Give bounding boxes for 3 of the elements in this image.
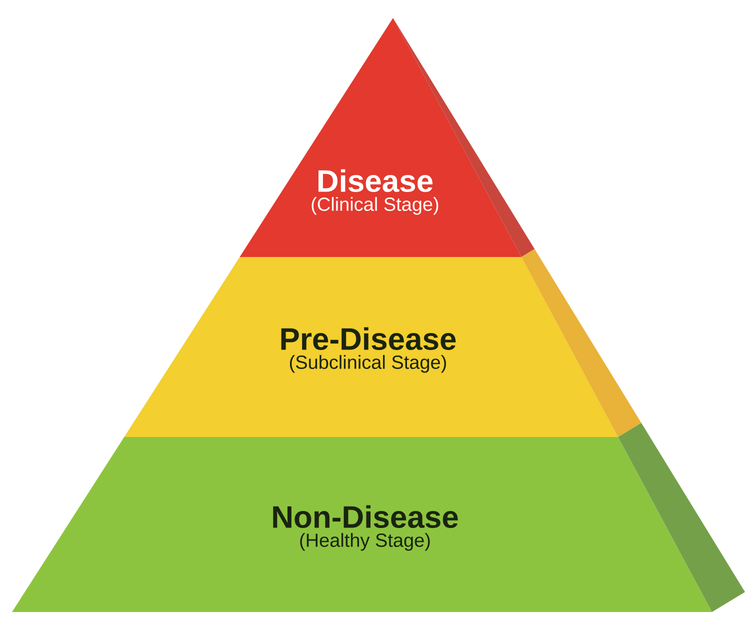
pyramid-tier: Pre-Disease (Subclinical Stage) [124, 249, 642, 437]
pyramid-tier: Non-Disease (Healthy Stage) [12, 422, 745, 612]
pyramid-tier: Disease (Clinical Stage) [240, 18, 535, 257]
